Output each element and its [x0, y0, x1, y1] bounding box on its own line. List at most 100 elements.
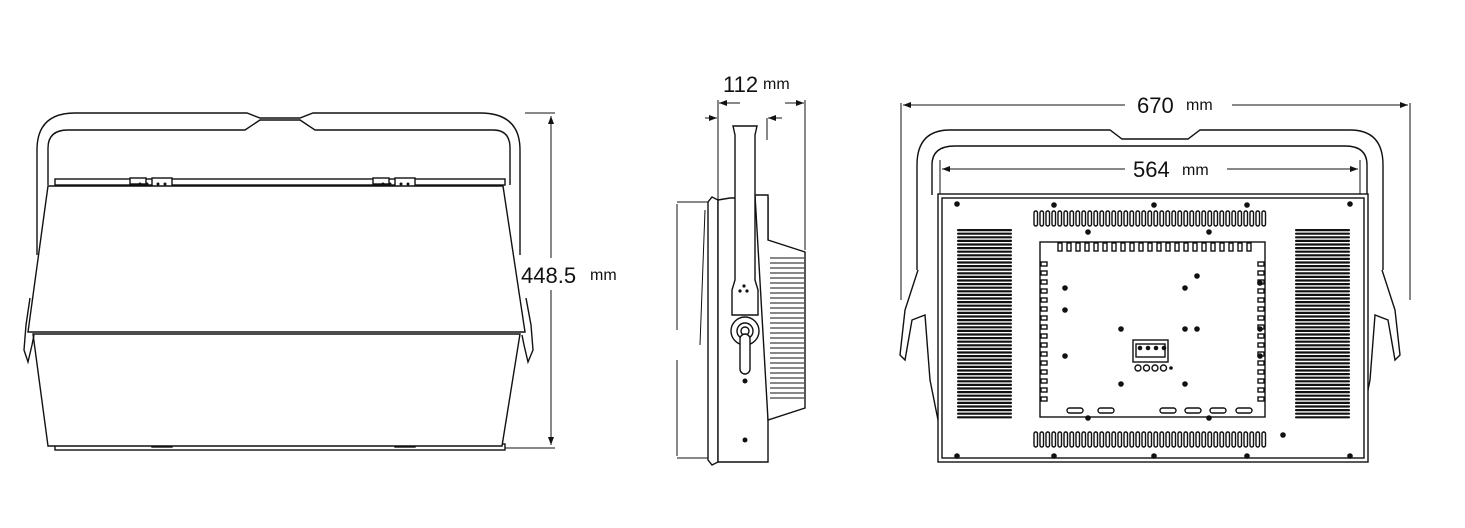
screw — [1182, 285, 1188, 291]
panel-tab — [1257, 288, 1265, 294]
right-vent-slot — [1295, 365, 1350, 368]
left-vent-slot — [957, 394, 1012, 397]
panel-tab — [1246, 242, 1252, 252]
bottom-vent-slot — [1117, 431, 1123, 448]
top-vent-slot — [1231, 210, 1237, 227]
depth-value: 112 — [723, 72, 758, 97]
bottom-vent-slot — [1093, 431, 1099, 448]
back-view: 670 mm 564 mm — [899, 93, 1411, 463]
left-vent-slot — [957, 416, 1012, 419]
right-vent-slot — [1295, 322, 1350, 325]
screw — [1206, 415, 1212, 421]
right-vent-slot — [1295, 373, 1350, 376]
panel-tab — [1165, 242, 1171, 252]
left-vent-slot — [957, 283, 1012, 286]
right-vent-slot — [1295, 229, 1350, 232]
top-vent-slot — [1171, 210, 1177, 227]
hinge-screw — [406, 182, 410, 186]
left-vent-slot — [957, 315, 1012, 318]
bottom-vent-slot — [1081, 431, 1087, 448]
right-vent-slot — [1295, 297, 1350, 300]
right-vent-slot — [1295, 286, 1350, 289]
top-vent-slot — [1159, 210, 1165, 227]
bottom-vent-slot — [1255, 431, 1261, 448]
right-vent-slot — [1295, 401, 1350, 404]
panel-tab — [1257, 396, 1265, 402]
bottom-vent-slot — [1243, 431, 1249, 448]
right-vent-slot — [1295, 376, 1350, 379]
back-handle — [916, 129, 1384, 270]
left-vent-slot — [957, 333, 1012, 336]
panel-tab — [1174, 242, 1180, 252]
bottom-vent-slot — [1213, 431, 1219, 448]
right-vent-slot — [1295, 362, 1350, 365]
right-vent-slot — [1295, 340, 1350, 343]
panel-tab — [1040, 342, 1048, 348]
screw — [954, 201, 960, 207]
right-vent-slot — [1295, 391, 1350, 394]
top-vent-slot — [1129, 210, 1135, 227]
right-vent-slot — [1295, 236, 1350, 239]
display-segment — [1161, 345, 1167, 351]
left-vent-slot — [957, 409, 1012, 412]
bottom-vent-slot — [1045, 431, 1051, 448]
screw — [1194, 326, 1200, 332]
left-vent-slot — [957, 236, 1012, 239]
left-vent-slot — [957, 322, 1012, 325]
panel-tab — [1257, 360, 1265, 366]
panel-tab — [1040, 306, 1048, 312]
bottom-vent-slot — [1039, 431, 1045, 448]
right-vent-slot — [1295, 398, 1350, 401]
tilt-lock-lever[interactable] — [739, 333, 751, 375]
height-value: 448.5 — [521, 263, 576, 288]
panel-tab — [1057, 242, 1063, 252]
hinge-screw — [163, 182, 167, 186]
screw — [1206, 229, 1212, 235]
left-vent-slot — [957, 297, 1012, 300]
right-vent-slot — [1295, 412, 1350, 415]
connector — [1159, 407, 1177, 414]
screw — [1182, 326, 1188, 332]
depth-unit: mm — [763, 76, 790, 93]
right-vent-slot — [1295, 358, 1350, 361]
right-vent-slot — [1295, 293, 1350, 296]
bottom-vent-slot — [1033, 431, 1039, 448]
left-vent-slot — [957, 347, 1012, 350]
right-vent-slot — [1295, 409, 1350, 412]
hinge-plate — [372, 177, 390, 185]
left-vent-slot — [957, 319, 1012, 322]
control-button — [1159, 364, 1168, 372]
right-vent-slot — [1295, 355, 1350, 358]
right-vent-slot — [1295, 329, 1350, 332]
screw — [1182, 381, 1188, 387]
left-vent-slot — [957, 387, 1012, 390]
panel-tab — [1040, 369, 1048, 375]
right-vent-slot — [1295, 265, 1350, 268]
overall-width-unit: mm — [1186, 97, 1213, 114]
screw — [1257, 280, 1263, 286]
left-vent-slot — [957, 247, 1012, 250]
control-button — [1134, 364, 1142, 372]
top-vent-slot — [1189, 210, 1195, 227]
right-vent-slot — [1295, 311, 1350, 314]
right-vent-slot — [1295, 394, 1350, 397]
display-segment — [1145, 345, 1151, 351]
top-vent-slot — [1153, 210, 1159, 227]
right-vent-slot — [1295, 250, 1350, 253]
left-vent-slot — [957, 405, 1012, 408]
right-vent-slot — [1295, 279, 1350, 282]
panel-tab — [1040, 297, 1048, 303]
screw — [1062, 285, 1068, 291]
left-vent-slot — [957, 337, 1012, 340]
control-button — [1142, 364, 1151, 372]
body-width-unit: mm — [1182, 162, 1209, 179]
top-vent-slot — [1033, 210, 1039, 227]
right-vent-slot — [1295, 290, 1350, 293]
panel-tab — [1120, 242, 1126, 252]
left-vent-slot — [957, 257, 1012, 260]
top-vent-slot — [1051, 210, 1057, 227]
left-vent-slot — [957, 261, 1012, 264]
left-vent-slot — [957, 311, 1012, 314]
bottom-vent-slot — [1183, 431, 1189, 448]
right-vent-slot — [1295, 272, 1350, 275]
